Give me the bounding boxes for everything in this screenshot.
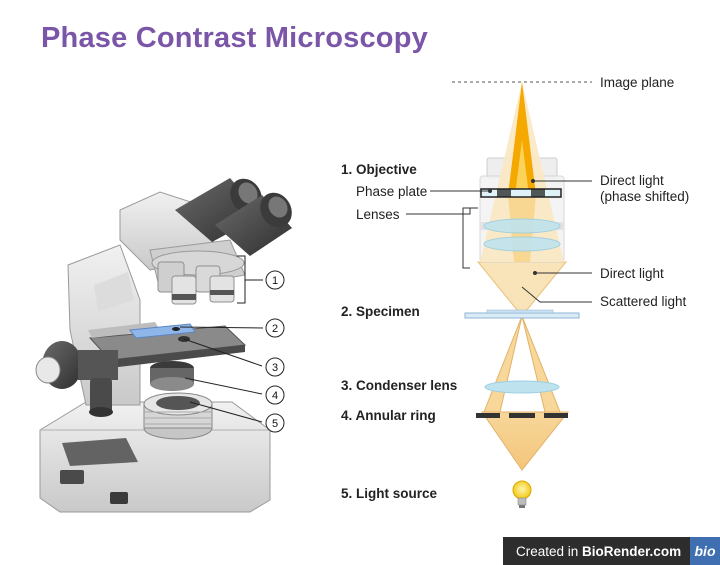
badge-text: Created in BioRender.com — [516, 543, 682, 559]
svg-text:3: 3 — [272, 362, 278, 374]
label-leaders — [406, 179, 592, 303]
callout-3: 3 — [265, 357, 285, 377]
label-light-source: 5. Light source — [341, 486, 438, 501]
microscope-illustration — [35, 178, 292, 513]
specimen-slide-diagram — [464, 312, 580, 319]
light-beam-upper — [476, 261, 568, 317]
condenser — [150, 361, 194, 391]
page-title: Phase Contrast Microscopy — [41, 22, 428, 54]
condenser-lens — [484, 380, 560, 394]
phase-plate — [480, 188, 562, 198]
label-scattered-light: Scattered light — [600, 294, 687, 309]
label-direct-light-shifted: Direct light — [600, 173, 664, 188]
illumination-cone — [481, 411, 570, 471]
svg-text:1: 1 — [272, 275, 278, 287]
svg-text:2: 2 — [272, 323, 278, 335]
label-phase-plate: Phase plate — [356, 184, 427, 199]
label-objective: 1. Objective — [341, 162, 417, 177]
direct-light-beam — [508, 82, 536, 195]
label-annular-ring: 4. Annular ring — [341, 408, 436, 423]
callout-2: 2 — [265, 318, 285, 338]
objective-lens-2 — [483, 236, 561, 252]
label-lenses: Lenses — [356, 207, 400, 222]
objective-lens-1 — [483, 218, 561, 234]
specimen-slide — [129, 323, 196, 339]
callout-1: 1 — [265, 270, 285, 290]
stage — [88, 322, 247, 368]
biorender-badge[interactable]: Created in BioRender.com bio — [503, 537, 720, 565]
biorender-logo-icon: bio — [690, 537, 720, 565]
label-specimen: 2. Specimen — [341, 304, 420, 319]
callout-5: 5 — [265, 413, 285, 433]
label-direct-light: Direct light — [600, 266, 664, 281]
annular-ring — [476, 413, 568, 418]
focus-knobs — [35, 341, 118, 417]
lamp-housing — [143, 392, 213, 440]
callout-lines — [179, 255, 264, 423]
svg-text:4: 4 — [272, 390, 278, 402]
label-image-plane: Image plane — [600, 75, 674, 90]
optical-path — [464, 82, 580, 508]
svg-text:5: 5 — [272, 418, 278, 430]
label-phase-shifted: (phase shifted) — [600, 189, 689, 204]
eyepieces — [175, 178, 292, 256]
light-beam-lower — [483, 315, 523, 413]
label-condenser-lens: 3. Condenser lens — [341, 378, 457, 393]
light-bulb-icon — [512, 480, 532, 508]
callout-4: 4 — [265, 385, 285, 405]
objectives — [151, 250, 245, 305]
